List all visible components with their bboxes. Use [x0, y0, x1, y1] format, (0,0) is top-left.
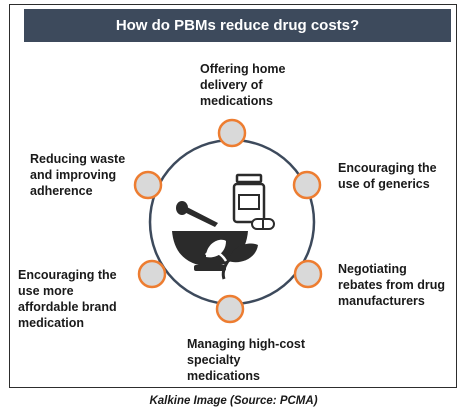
- node-home-delivery: [217, 118, 247, 148]
- pill-bottle-icon: [232, 173, 266, 224]
- node-rebates: [293, 259, 323, 289]
- infographic-title: How do PBMs reduce drug costs?: [24, 9, 451, 42]
- node-specialty: [215, 294, 245, 324]
- label-home-delivery: Offering home delivery of medications: [200, 62, 286, 108]
- label-reducing-waste: Reducing waste and improving adherence: [30, 152, 126, 198]
- infographic-frame: How do PBMs reduce drug costs?: [9, 4, 457, 388]
- label-affordable-brand: Encouraging the use more affordable bran…: [18, 268, 117, 330]
- node-affordable-brand: [137, 259, 167, 289]
- label-specialty: Managing high-cost specialty medications: [187, 337, 306, 383]
- node-reducing-waste: [133, 170, 163, 200]
- capsule-icon: [251, 218, 275, 230]
- cycle-diagram: [133, 118, 323, 324]
- label-generics: Encouraging the use of generics: [338, 161, 437, 191]
- label-rebates: Negotiating rebates from drug manufactur…: [338, 262, 445, 308]
- image-caption: Kalkine Image (Source: PCMA): [149, 395, 318, 407]
- cycle-ring: [148, 138, 316, 306]
- node-generics: [292, 170, 322, 200]
- leaf-icon: [204, 239, 258, 280]
